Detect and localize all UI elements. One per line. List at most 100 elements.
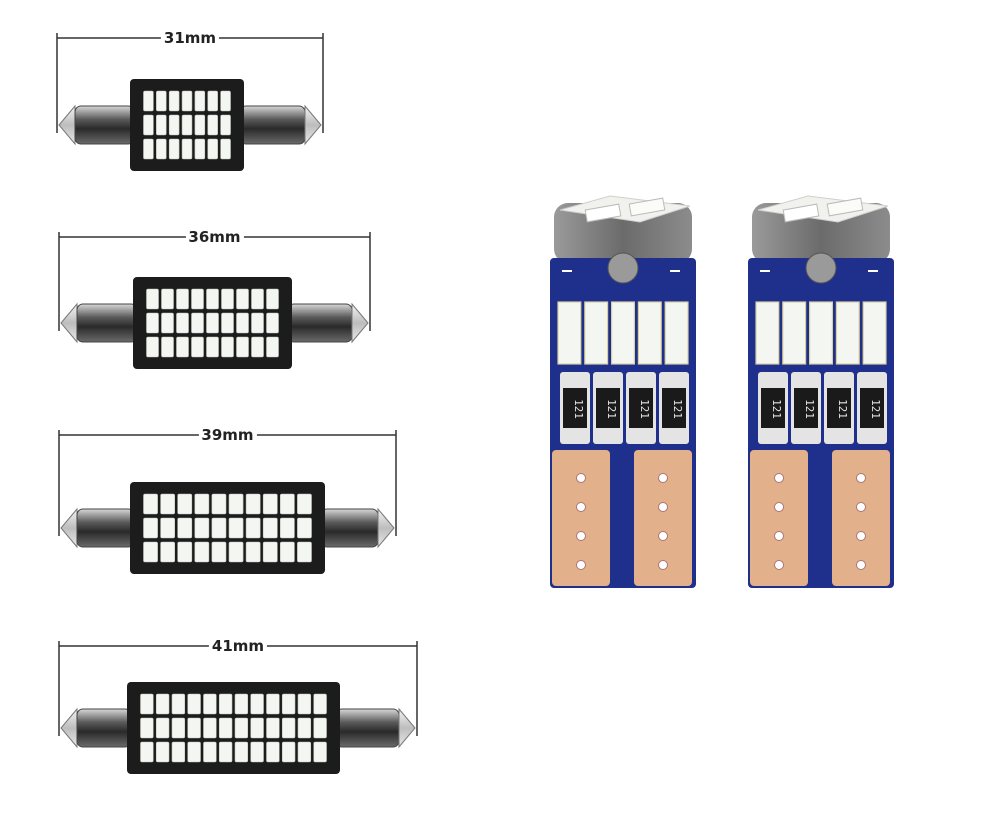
via-hole: [774, 560, 784, 570]
led-chip: [176, 336, 189, 358]
led-chip: [221, 288, 234, 310]
led-chip: [808, 301, 833, 365]
pcb-board: [130, 482, 325, 574]
contact-pad: [552, 450, 610, 586]
led-chip: [181, 138, 193, 160]
festoon-bulb-group: [56, 33, 418, 774]
led-chip: [171, 717, 186, 739]
led-chip: [279, 493, 295, 515]
led-chip: [557, 301, 582, 365]
via-hole: [658, 473, 668, 483]
led-chip: [187, 693, 201, 715]
led-chip: [203, 741, 217, 763]
via-hole: [658, 560, 668, 570]
resistor-label: 121: [638, 399, 651, 419]
led-chip: [262, 541, 278, 563]
resistor-label: 121: [605, 399, 618, 419]
led-chip: [234, 693, 249, 715]
via-hole: [576, 502, 586, 512]
led-chip: [146, 288, 159, 310]
led-chip: [177, 493, 193, 515]
polarity-mark: [670, 270, 680, 272]
contact-pad: [832, 450, 890, 586]
dimension-label-39mm: 39mm: [198, 427, 257, 443]
led-chip: [251, 288, 264, 310]
led-chip: [206, 288, 219, 310]
resistor: [794, 388, 818, 428]
led-chip: [194, 90, 206, 112]
lens: [607, 252, 639, 284]
festoon-bulb: [58, 430, 397, 574]
led-chip: [191, 336, 204, 358]
led-chip: [156, 114, 167, 136]
led-chip: [281, 741, 296, 763]
led-chip: [251, 312, 264, 334]
led-chip: [194, 541, 210, 563]
metal-tip-right: [304, 104, 322, 146]
led-chip: [143, 114, 154, 136]
led-chip: [250, 741, 264, 763]
led-chip: [251, 336, 264, 358]
via-hole: [856, 473, 866, 483]
led-chip: [782, 301, 807, 365]
led-chip: [177, 541, 193, 563]
led-chip: [236, 312, 249, 334]
led-chip: [281, 717, 296, 739]
led-chip: [313, 741, 327, 763]
led-chip: [266, 312, 279, 334]
dimension-label-31mm: 31mm: [160, 30, 220, 46]
led-chip: [160, 541, 176, 563]
led-chip: [279, 541, 295, 563]
via-hole: [774, 531, 784, 541]
led-chip: [206, 336, 219, 358]
led-chip: [297, 717, 312, 739]
led-chip: [266, 693, 280, 715]
led-chip: [140, 741, 154, 763]
resistor-label: 121: [836, 399, 849, 419]
via-hole: [576, 531, 586, 541]
led-chip: [206, 312, 219, 334]
festoon-bulb: [58, 232, 371, 369]
led-chip: [194, 517, 210, 539]
led-chip: [156, 138, 167, 160]
led-chip: [297, 493, 312, 515]
led-chip: [262, 517, 278, 539]
led-chip: [245, 541, 261, 563]
led-chip: [168, 90, 180, 112]
led-chip: [194, 114, 206, 136]
led-chip: [161, 288, 174, 310]
led-chip: [176, 312, 189, 334]
metal-tip-left: [60, 707, 78, 749]
led-chip: [220, 138, 231, 160]
top-led-chip: [826, 197, 864, 217]
led-chip: [228, 493, 244, 515]
led-chip: [245, 517, 261, 539]
top-led-chip: [782, 203, 820, 223]
via-hole: [856, 560, 866, 570]
led-chip: [584, 301, 609, 365]
metal-cap-left: [74, 105, 135, 145]
metal-cap-right: [287, 303, 353, 343]
led-chip: [146, 336, 159, 358]
led-chip: [234, 741, 249, 763]
led-chip: [297, 693, 312, 715]
resistor: [827, 388, 851, 428]
led-chip: [155, 693, 170, 715]
led-chip: [228, 541, 244, 563]
resistor: [761, 388, 785, 428]
polarity-mark: [868, 270, 878, 272]
led-chip: [140, 693, 154, 715]
led-chip: [143, 90, 154, 112]
led-chip: [211, 517, 227, 539]
led-chip: [245, 493, 261, 515]
led-chip: [313, 693, 327, 715]
led-chip: [155, 741, 170, 763]
led-chip: [221, 336, 234, 358]
via-hole: [856, 502, 866, 512]
led-chip: [211, 493, 227, 515]
led-chip: [266, 741, 280, 763]
